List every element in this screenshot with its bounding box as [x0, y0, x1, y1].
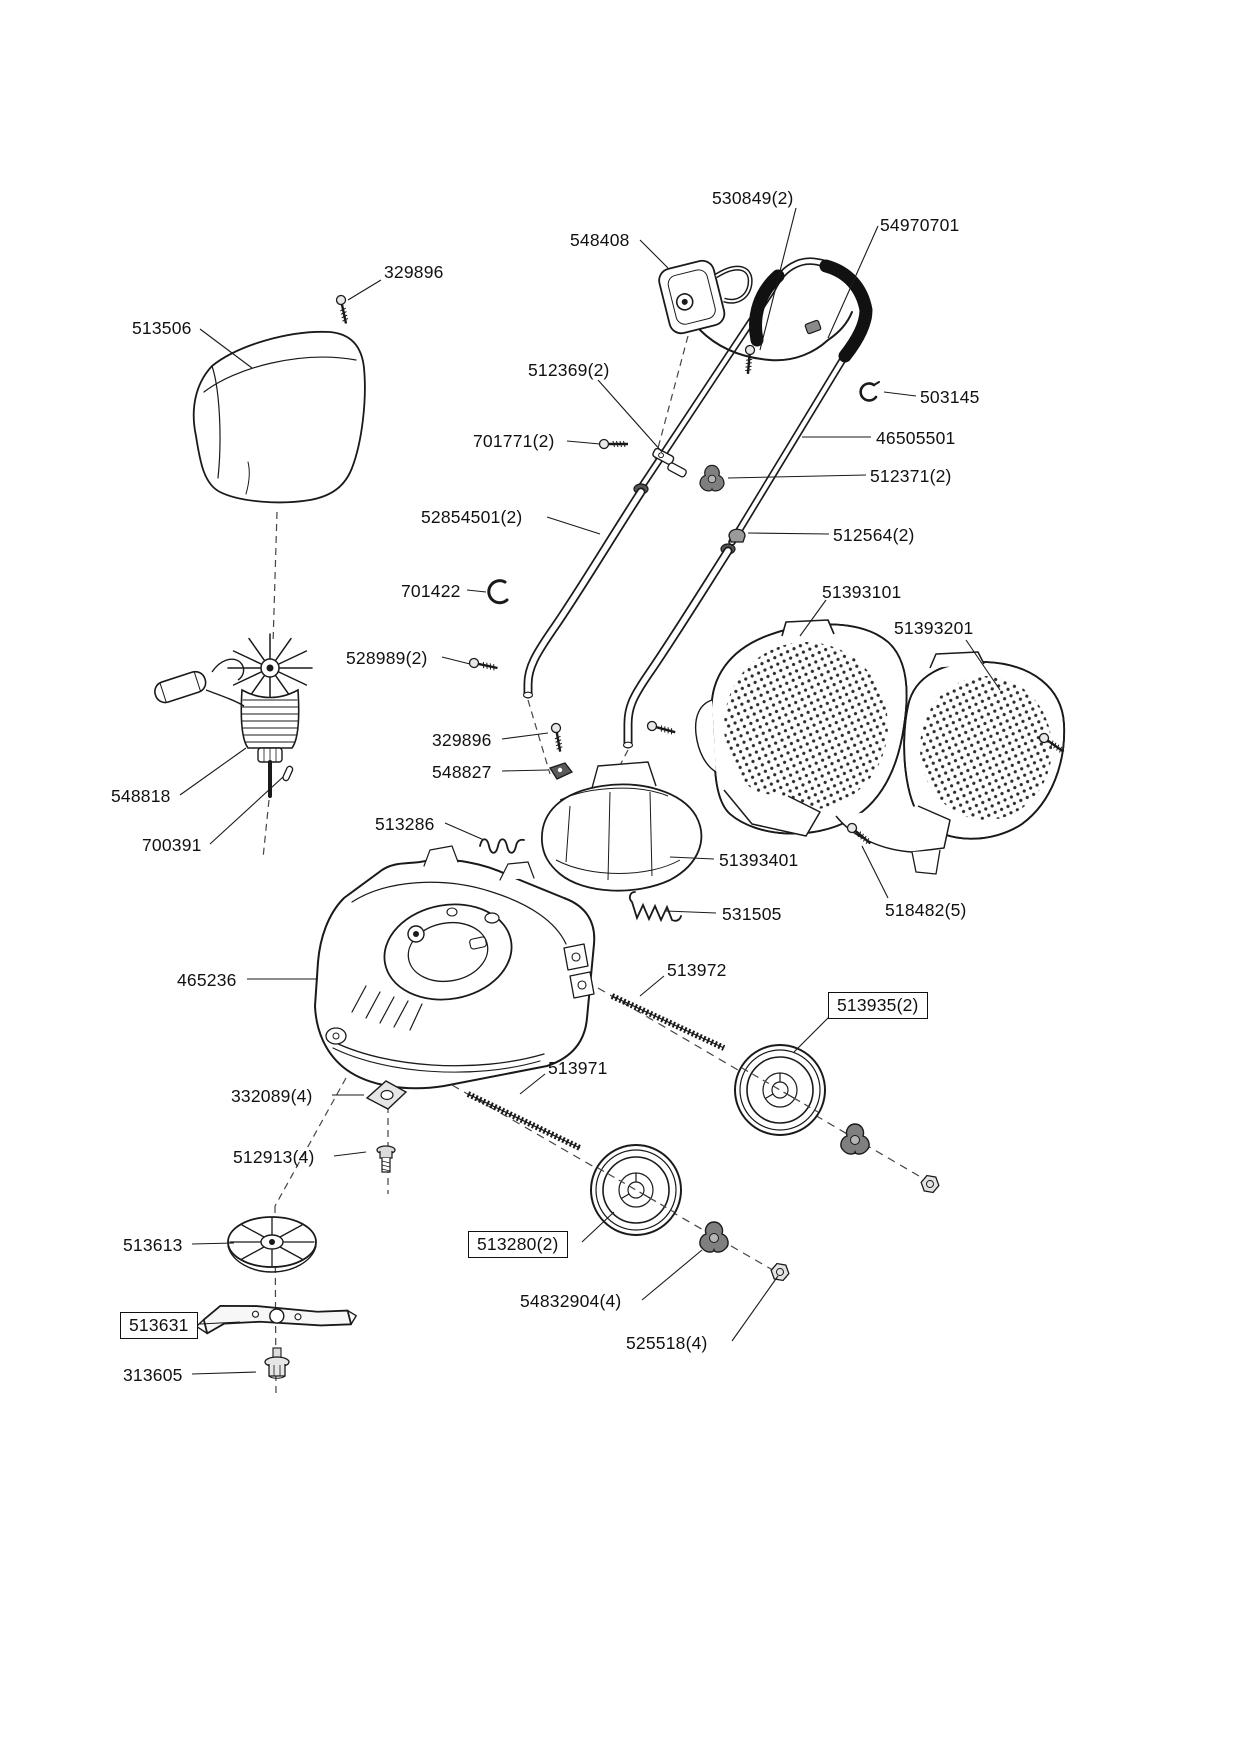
axle-nut-525518-a — [919, 1174, 941, 1194]
c-clip-701422 — [487, 579, 509, 605]
impeller-fan — [227, 1216, 317, 1273]
cover-screw-329896 — [334, 293, 352, 326]
leader-lines — [179, 207, 1001, 1375]
cap-512564 — [728, 528, 746, 543]
rear-cover-inner-51393101 — [694, 619, 908, 837]
cable — [699, 311, 853, 362]
hub-cover-54832904-a — [840, 1123, 870, 1155]
loose-screw — [645, 719, 678, 738]
deflector — [541, 761, 703, 892]
front-axle-513971 — [451, 1084, 791, 1281]
screw-528989 — [467, 656, 500, 674]
retainer-clip-503145 — [859, 381, 880, 402]
mower-deck — [314, 845, 596, 1090]
spring-513286 — [479, 838, 525, 854]
handle-grip-right — [819, 259, 873, 363]
rear-cover-outer-51393201 — [835, 651, 1066, 875]
bolt-512913 — [376, 1145, 396, 1173]
handle-knob-512371 — [699, 464, 725, 492]
deck-screw-329896-b — [549, 721, 566, 754]
lower-handle-tubes — [522, 483, 736, 749]
capacitor — [154, 658, 245, 707]
motor-armature — [227, 633, 313, 798]
shaft-key-700391 — [282, 765, 294, 782]
clamp-548827 — [549, 762, 574, 780]
hub-cover-54832904-b — [699, 1221, 729, 1253]
cutting-blade — [195, 1304, 357, 1335]
axle-dash-through-wheel-1 — [741, 1067, 819, 1113]
handle-grip-left — [749, 269, 785, 347]
handle-screw-701771 — [598, 438, 630, 450]
axle-nut-525518-b — [769, 1262, 791, 1282]
wheel-513935 — [734, 1044, 826, 1136]
blade-bolt — [264, 1347, 290, 1379]
axle-dash-through-wheel-2 — [597, 1167, 675, 1213]
washer-plate-332089 — [365, 1080, 408, 1110]
upper-handle — [638, 257, 873, 546]
handle-clamp-512369 — [652, 447, 687, 478]
switch-box — [658, 259, 753, 335]
motor-cover — [192, 330, 366, 504]
cable-tie-screw-530849 — [742, 343, 757, 376]
spring-531505 — [628, 891, 682, 923]
rear-axle-513972 — [597, 987, 937, 1187]
